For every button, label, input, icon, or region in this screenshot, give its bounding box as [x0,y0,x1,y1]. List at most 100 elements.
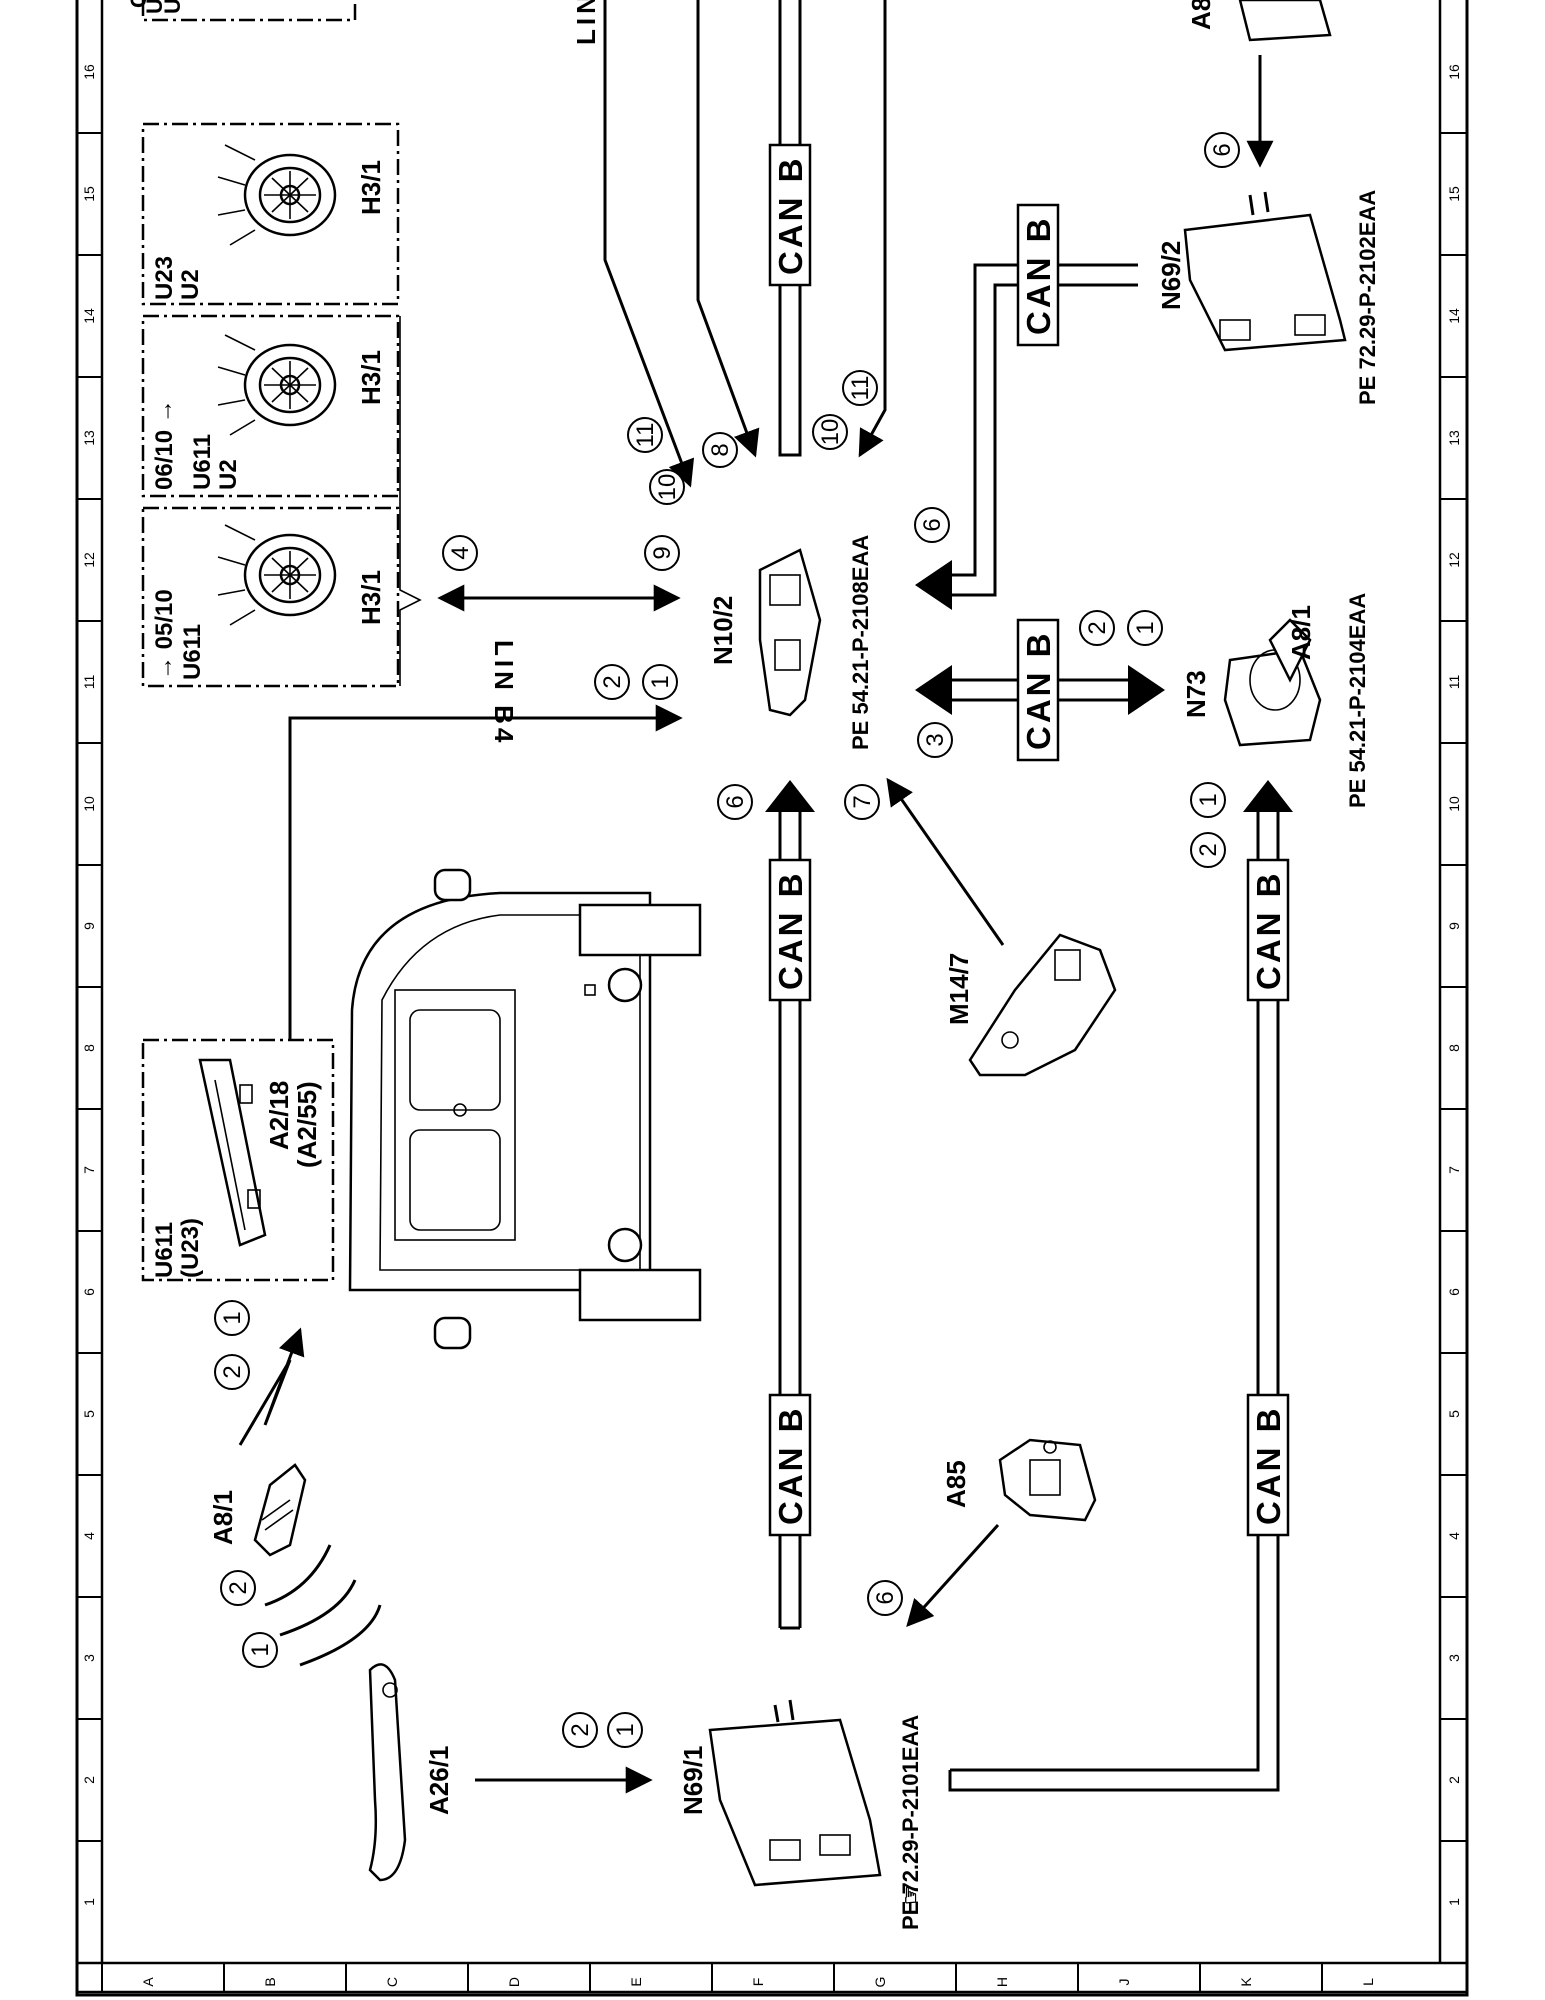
lin-top-label: LIN [571,0,601,45]
signal-number: 11 [632,423,659,448]
variant-box-06-10: 06/10 → U611 U2 H3/1 [141,314,400,498]
signal-circle [644,535,680,571]
a8-top-icon [1238,0,1332,42]
signal-circle [642,664,678,700]
drawing-frame [75,0,1469,1997]
signal-circle [242,1632,278,1668]
grid-row-label: 14 [81,308,97,324]
pe-reference-n73: PE 54.21-P-2104EAA [1345,593,1370,808]
variant-box-top-left: U U C [126,0,357,22]
antenna-module-icon [198,1058,267,1247]
signal-circle [914,507,950,543]
signal-circle [867,1580,903,1616]
signal-number: 2 [219,1365,246,1378]
can-b-top-bus: CAN B [768,0,812,457]
grid-row-label: 1 [1446,1898,1462,1906]
grid-col-label: B [262,1977,278,1986]
grid-row-label: 10 [1446,796,1462,812]
grid-row-label: 7 [1446,1166,1462,1174]
grid-row-label: 6 [81,1288,97,1296]
radio-wave-lines [238,1327,382,1667]
top-variant-label-2: U [160,0,185,14]
signal-circle [1127,610,1163,646]
grid-col-label: L [1360,1978,1376,1986]
variant-model-label: U611 [151,1222,178,1278]
variant-code-label: U2 [215,459,242,490]
n69-2-label: N69/2 [1156,241,1186,310]
grid-row-label: 3 [1446,1654,1462,1662]
can-b-bus-left: CAN B CAN B [765,780,815,1630]
grid-row-label: 16 [81,64,97,80]
a85-to-n69-1-arrow [906,1523,1000,1628]
h3-1-label-b: H3/1 [356,350,386,405]
signal-number: 1 [219,1311,246,1324]
signal-circle [844,784,880,820]
signal-number: 1 [1132,621,1159,634]
signal-circle [1079,610,1115,646]
a2-18-to-n10-2-line [288,704,683,1040]
can-b-n10-2-n73: CAN B [915,618,1165,762]
grid-row-label: 13 [81,430,97,446]
top-variant-label-3: C [126,0,151,8]
m14-7-to-n10-2-arrow [886,777,1005,946]
signal-number: 10 [654,474,681,501]
signal-number: 7 [849,795,876,808]
can-b-label: CAN B [772,1406,809,1526]
grid-col-label: F [750,1978,766,1987]
grid-col-label: H [994,1977,1010,1987]
signal-number: 11 [847,376,874,401]
grid-row-label: 9 [1446,922,1462,930]
a8-top-label: A8 [1186,0,1216,30]
grid-row-label: 2 [1446,1776,1462,1784]
signal-circle [1204,132,1240,168]
signal-number: 1 [612,1723,639,1736]
interior-light-icon [217,334,337,436]
signal-number: 2 [1084,621,1111,634]
a8-1-remote-key-icon [253,1463,307,1557]
signal-number: 1 [247,1643,274,1656]
pe-reference-n69-2: PE 72.29-P-2102EAA [1355,190,1380,405]
signal-circle [1190,782,1226,818]
can-b-label: CAN B [1250,1406,1287,1526]
grid-row-label: 4 [1446,1532,1462,1540]
grid-row-label: 8 [81,1044,97,1052]
signal-circle [627,417,663,453]
signal-number: 4 [447,546,474,559]
signal-number: 2 [225,1581,252,1594]
signal-circle [702,432,738,468]
signal-number: 2 [599,675,626,688]
signal-circle [1190,832,1226,868]
signal-circle [442,535,478,571]
variant-model-label: (U23) [177,1218,204,1278]
grid-row-label: 15 [1446,186,1462,202]
signal-number: 10 [817,419,844,446]
variant-box-u23: U23 U2 H3/1 [141,122,400,306]
n69-1-label: N69/1 [678,1746,708,1815]
signal-circle [917,722,953,758]
signal-circle [214,1354,250,1390]
antenna-amplifier-box: U611 (U23) A2/18 (A2/55) [141,1038,335,1282]
signal-circle [562,1712,598,1748]
interior-light-icon [217,524,337,626]
variant-box-05-10: → 05/10 U611 H3/1 [141,506,400,688]
signal-number: 8 [707,443,734,456]
signal-number: 9 [649,546,676,559]
pe-reference-n10-2: PE 54.21-P-2108EAA [848,535,873,750]
signal-circle [842,370,878,406]
can-b-n69-2-n10-2: CAN B [915,203,1138,610]
grid-row-label: 3 [81,1654,97,1662]
n69-2-module-icon [1183,191,1347,352]
n69-1-module-icon [708,1699,882,1887]
grid-col-label: G [872,1977,888,1988]
a26-1-label: A26/1 [424,1746,454,1815]
m14-7-label: M14/7 [944,953,974,1025]
signal-circle [214,1300,250,1336]
lin-top-lines: LIN [571,0,887,488]
can-b-bus-right: CAN B CAN B [948,780,1293,1792]
grid-col-label: E [628,1977,644,1986]
grid-row-label: 11 [81,675,97,690]
n10-2-module-icon [758,548,822,717]
variant-date-label: 06/10 → [151,399,178,490]
variant-model-label: U23 [151,256,178,300]
